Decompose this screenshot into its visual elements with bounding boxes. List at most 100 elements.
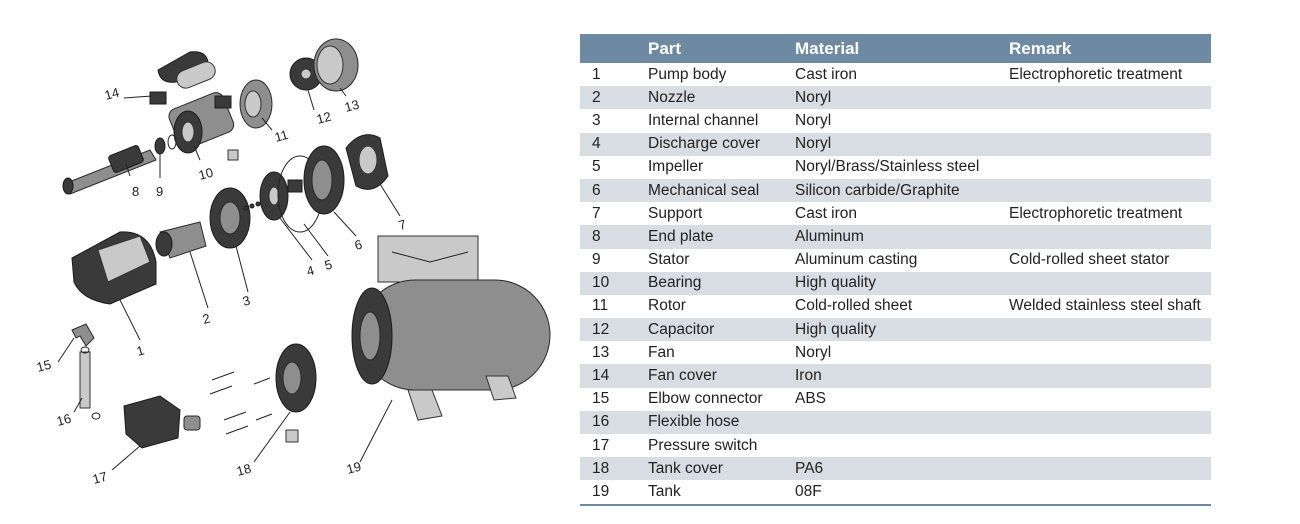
pressure-switch-part bbox=[123, 395, 201, 449]
cell-remark bbox=[1005, 225, 1211, 249]
cell-part: Stator bbox=[648, 251, 690, 269]
callout-16: 16 bbox=[55, 411, 73, 429]
cell-material: Cast iron bbox=[795, 204, 858, 222]
callout-14: 14 bbox=[103, 85, 121, 103]
cell-number: 12 bbox=[580, 318, 644, 342]
table-row: 5 Impeller Noryl/Brass/Stainless steel bbox=[580, 156, 1211, 179]
callout-18: 18 bbox=[235, 461, 253, 479]
cell-material: Aluminum casting bbox=[795, 251, 918, 269]
cell-number: 7 bbox=[592, 204, 601, 222]
cell-remark bbox=[1005, 156, 1211, 179]
callout-7: 7 bbox=[397, 217, 408, 233]
cell-material: Cold-rolled sheet bbox=[795, 297, 913, 315]
cell-part: Discharge cover bbox=[644, 132, 791, 156]
cell-remark bbox=[1005, 109, 1211, 132]
cell-material: ABS bbox=[795, 390, 827, 408]
screws-part bbox=[209, 371, 273, 435]
cell-part: Flexible hose bbox=[644, 410, 791, 434]
cell-part: Capacitor bbox=[644, 318, 791, 342]
end-plate-part bbox=[62, 145, 157, 195]
cell-remark bbox=[1005, 388, 1211, 411]
callout-11: 11 bbox=[273, 127, 290, 145]
support-part bbox=[345, 134, 389, 190]
cell-material: Cast iron bbox=[795, 65, 858, 83]
discharge-cover-part bbox=[243, 171, 289, 221]
cell-material: Iron bbox=[791, 364, 1005, 388]
cell-material: High quality bbox=[791, 271, 1005, 295]
cell-part: Pressure switch bbox=[648, 436, 758, 454]
cell-remark: Welded stainless steel shaft bbox=[1009, 297, 1201, 315]
rotor-part bbox=[239, 79, 273, 129]
cell-remark bbox=[1005, 457, 1211, 481]
elbow-connector-part bbox=[71, 323, 95, 347]
table-row: 17 Pressure switch bbox=[580, 434, 1211, 457]
cell-number: 1 bbox=[592, 65, 601, 83]
exploded-pump-diagram: 14 10 11 12 13 8 9 1 2 3 4 5 6 7 15 16 1… bbox=[35, 38, 551, 487]
cell-number: 17 bbox=[592, 436, 610, 454]
cell-remark bbox=[1005, 132, 1211, 156]
header-number bbox=[580, 34, 644, 63]
cell-material: Noryl/Brass/Stainless steel bbox=[795, 158, 980, 176]
callout-2: 2 bbox=[201, 311, 212, 327]
cell-part: Mechanical seal bbox=[644, 178, 791, 203]
stator-part bbox=[154, 134, 177, 155]
cell-part: Rotor bbox=[648, 297, 686, 315]
callout-12: 12 bbox=[315, 109, 333, 127]
callout-17: 17 bbox=[91, 469, 109, 487]
tank-cover-part bbox=[275, 343, 317, 443]
cell-part: Internal channel bbox=[648, 111, 759, 129]
cell-remark bbox=[1005, 341, 1211, 364]
cell-part: Pump body bbox=[648, 65, 727, 83]
header-material: Material bbox=[791, 34, 1005, 63]
fan-part bbox=[313, 38, 359, 92]
leader-lines bbox=[57, 87, 401, 471]
cell-remark bbox=[1005, 410, 1211, 434]
cell-number: 5 bbox=[592, 158, 601, 176]
cell-remark bbox=[1005, 86, 1211, 110]
mechanical-seal-part bbox=[303, 145, 345, 215]
cell-part: Tank bbox=[644, 480, 791, 506]
callout-13: 13 bbox=[343, 97, 361, 115]
cell-material: Aluminum bbox=[791, 225, 1005, 249]
cell-number: 4 bbox=[580, 132, 644, 156]
cell-material bbox=[791, 410, 1005, 434]
pump-body-part bbox=[71, 231, 157, 305]
cell-number: 11 bbox=[592, 297, 609, 315]
callout-19: 19 bbox=[345, 459, 363, 477]
callout-1: 1 bbox=[135, 343, 146, 359]
cell-number: 8 bbox=[580, 225, 644, 249]
cell-remark bbox=[1005, 178, 1211, 203]
cell-remark: Electrophoretic treatment bbox=[1009, 204, 1183, 222]
cell-number: 13 bbox=[592, 343, 610, 361]
table-row: 11 Rotor Cold-rolled sheet Welded stainless… bbox=[580, 295, 1211, 318]
cell-remark bbox=[1005, 271, 1211, 295]
callout-10: 10 bbox=[197, 165, 215, 183]
cell-material: High quality bbox=[791, 318, 1005, 342]
cell-remark: Cold-rolled sheet stator bbox=[1009, 251, 1170, 269]
internal-channel-part bbox=[209, 187, 251, 249]
cell-part: Elbow connector bbox=[648, 390, 763, 408]
cell-material bbox=[791, 434, 1005, 457]
cell-number: 14 bbox=[580, 364, 644, 388]
cell-remark bbox=[1005, 480, 1211, 506]
cell-part: Impeller bbox=[648, 158, 704, 176]
callout-3: 3 bbox=[241, 293, 252, 309]
cell-number: 6 bbox=[580, 178, 644, 203]
cell-number: 10 bbox=[580, 271, 644, 295]
cell-number: 3 bbox=[592, 111, 601, 129]
cell-material: Noryl bbox=[795, 111, 832, 129]
cell-material: Noryl bbox=[791, 86, 1005, 110]
cell-remark bbox=[1005, 434, 1211, 457]
